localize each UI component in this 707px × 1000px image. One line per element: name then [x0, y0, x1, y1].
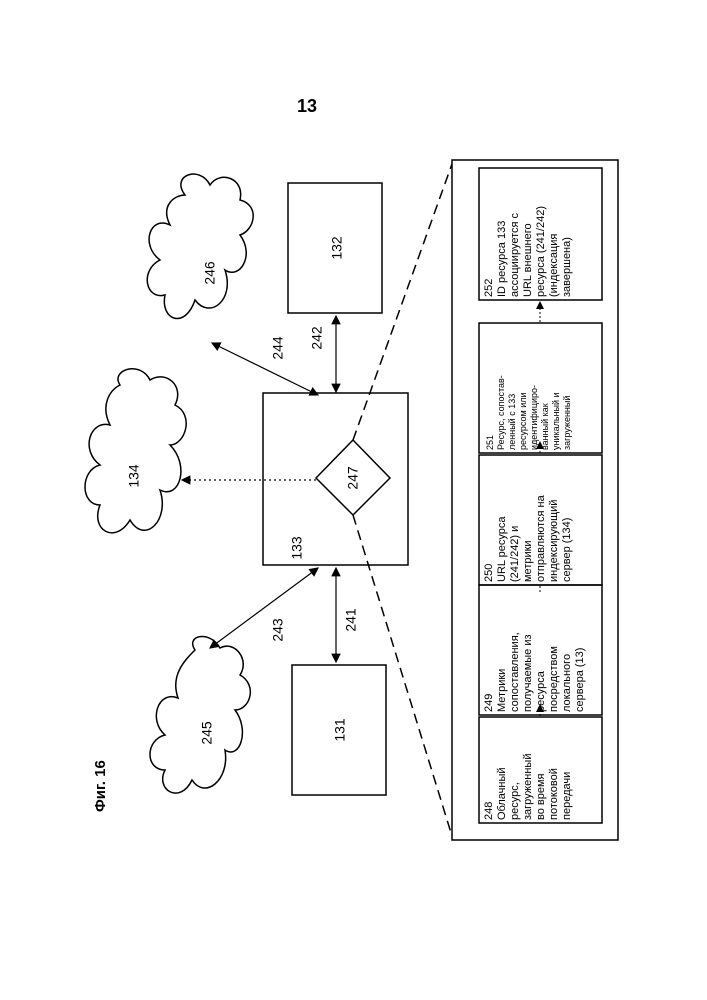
step-text-250: 250 URL ресурса (241/242) и метрики отпр… [483, 495, 574, 582]
label-243: 243 [270, 618, 286, 641]
step-text-249: 249 Метрики сопоставления, получаемые из… [483, 632, 587, 712]
link-243 [210, 568, 318, 648]
label-131: 131 [332, 718, 348, 741]
zoom-line-bottom [353, 515, 452, 836]
label-132: 132 [329, 236, 345, 259]
cloud-134 [85, 369, 186, 533]
step-text-248: 248 Облачный ресурс, загруженный во врем… [483, 754, 574, 820]
label-241: 241 [343, 608, 359, 631]
label-244: 244 [270, 336, 286, 359]
step-text-251: 251 Ресурс, сопостав- ленный с 133 ресур… [485, 375, 573, 450]
step-text-252: 252 ID ресурса 133 ассоциируется с URL в… [483, 206, 574, 297]
label-242: 242 [309, 326, 325, 349]
label-133: 133 [289, 536, 305, 559]
cloud-246 [147, 174, 253, 318]
label-246: 246 [202, 261, 218, 284]
zoom-line-top [353, 164, 452, 440]
label-245: 245 [199, 721, 215, 744]
link-244 [212, 343, 318, 395]
label-247: 247 [345, 466, 361, 489]
cloud-245 [150, 636, 250, 793]
label-134: 134 [126, 464, 142, 487]
